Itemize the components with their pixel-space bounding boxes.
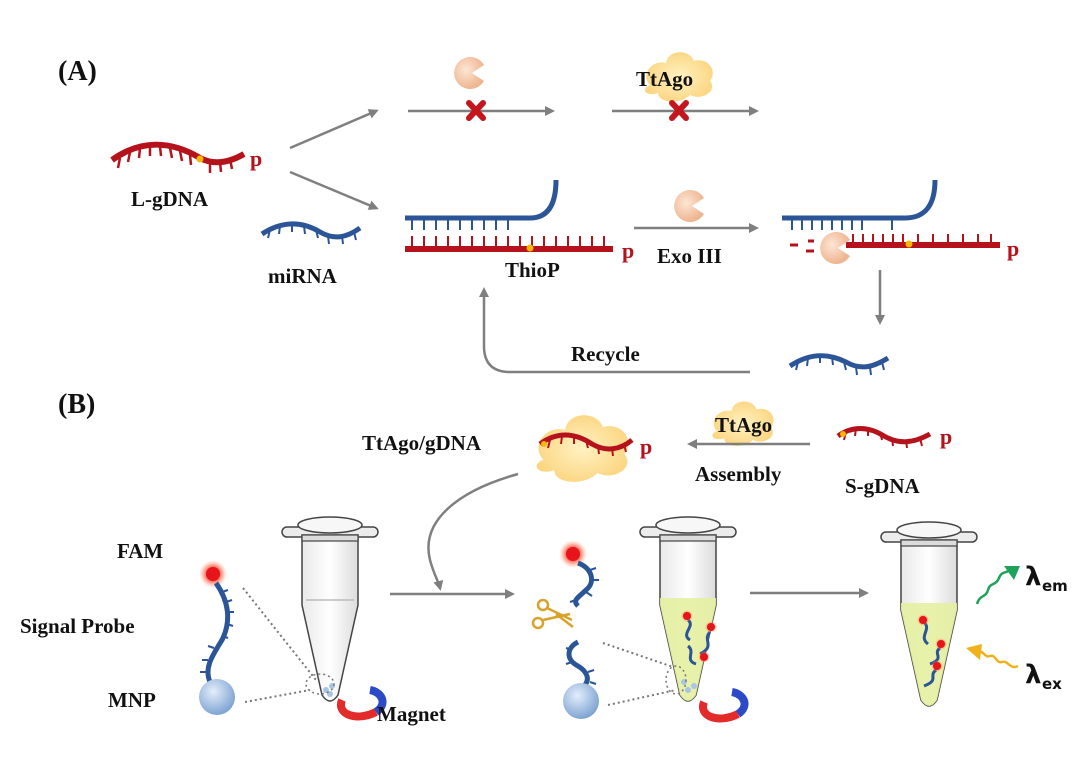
- phosphate-label: p: [640, 434, 652, 459]
- ttago-bound-gdna: [538, 432, 634, 457]
- phosphate-label: p: [250, 146, 262, 171]
- cleaved-fam-fragment: [569, 560, 599, 608]
- exo-iii-digesting-icon: [820, 231, 850, 264]
- zoom-guide-line: [602, 642, 677, 669]
- tube-detection: [880, 521, 978, 707]
- arrow-to-hybridization: [289, 170, 379, 210]
- phosphate-label: p: [940, 424, 952, 449]
- arrow-add-complex: [427, 472, 519, 591]
- s-gdna-label: S-gDNA: [845, 474, 921, 498]
- ttago-gdna-label: TtAgo/gDNA: [362, 431, 482, 455]
- recycle-label: Recycle: [571, 342, 640, 366]
- lambda-ex-subscript: ex: [1042, 675, 1062, 693]
- signal-probe-strand: [200, 581, 234, 683]
- recycle-arrow: [479, 287, 750, 374]
- arrow-to-blocked-path: [289, 109, 379, 150]
- mnp-label: MNP: [108, 688, 156, 712]
- duplex-mirna-gdna: [405, 179, 613, 252]
- l-gdna-strand: [110, 141, 246, 173]
- cleaved-mnp-fragment: [565, 639, 597, 688]
- excitation-wave-icon: [966, 644, 1019, 669]
- lambda-em-subscript: em: [1042, 577, 1068, 595]
- signal-probe-label: Signal Probe: [20, 614, 135, 638]
- exo-iii-enzyme-icon: [674, 189, 704, 222]
- emission-wave-icon: [975, 566, 1020, 605]
- lambda-ex-symbol: λ: [1025, 660, 1041, 690]
- scissors-icon: [531, 598, 574, 630]
- mirna-strand: [260, 221, 362, 245]
- thiophosphate-marker: [196, 155, 204, 163]
- exo-iii-enzyme-icon: [454, 56, 484, 89]
- magnet-label: Magnet: [377, 702, 446, 726]
- mirna-label: miRNA: [268, 264, 338, 288]
- magnet-icon: [703, 692, 745, 718]
- mnp-bead-icon: [563, 683, 599, 719]
- zoom-guide-line: [607, 689, 677, 706]
- digested-duplex: [782, 179, 1000, 253]
- panel-a-label: (A): [58, 56, 97, 87]
- exo-iii-label: Exo III: [657, 244, 722, 268]
- tube-cleavage: [639, 516, 737, 702]
- lambda-em-symbol: λ: [1025, 562, 1041, 592]
- thiop-label: ThioP: [505, 258, 560, 282]
- tube-initial: [281, 516, 379, 702]
- ttago-label-top: TtAgo: [636, 67, 693, 91]
- phosphate-label: p: [1007, 236, 1019, 261]
- l-gdna-label: L-gDNA: [131, 187, 209, 211]
- released-mirna: [788, 353, 890, 376]
- panel-b-label: (B): [58, 389, 95, 420]
- zoom-guide-line: [244, 689, 311, 703]
- fam-label: FAM: [117, 539, 163, 563]
- phosphate-label: p: [622, 238, 634, 263]
- mnp-bead-icon: [199, 679, 235, 715]
- blocked-x-icon: [669, 100, 689, 121]
- s-gdna-strand: [836, 426, 932, 449]
- assembly-label: Assembly: [695, 462, 782, 486]
- blocked-x-icon: [466, 100, 486, 121]
- ttago-assembly-label: TtAgo: [715, 413, 772, 437]
